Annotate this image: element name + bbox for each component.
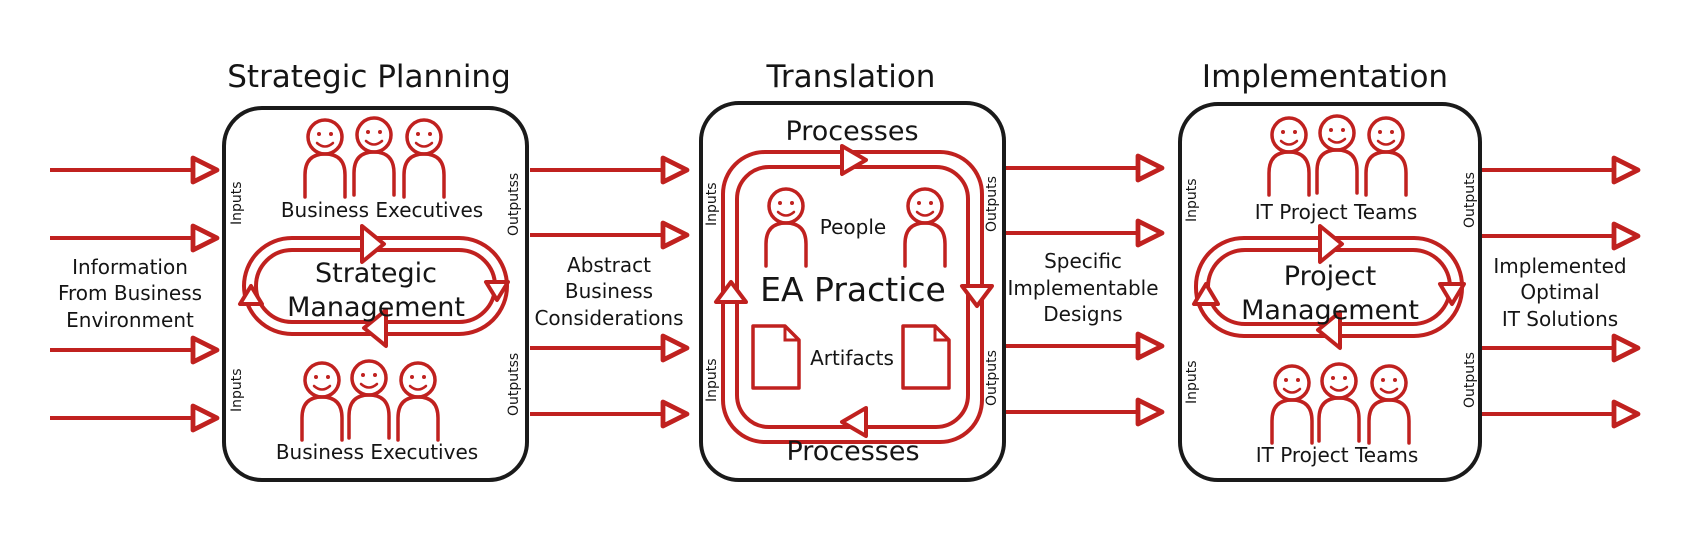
center-label: EA Practice	[760, 270, 946, 309]
processes-label-top: Processes	[785, 116, 918, 147]
stage-strategic-planning: Strategic Planning Business Executives S…	[222, 59, 529, 482]
flow-label-line: Designs	[1043, 302, 1122, 326]
group-label-top: Business Executives	[281, 198, 483, 222]
center-label-line1: Strategic	[315, 258, 437, 289]
flow-label-line: Considerations	[534, 306, 683, 330]
inputs-label: Inputs	[704, 182, 720, 226]
flow-label-information: Information From Business Environment	[58, 255, 202, 332]
flow-label-line: Abstract	[567, 253, 651, 277]
center-label-line1: Project	[1284, 261, 1376, 292]
flow-label-line: Business	[565, 279, 653, 303]
inputs-label: Inputs	[229, 368, 245, 412]
stage-title: Implementation	[1202, 59, 1448, 95]
arrowhead-icon	[1192, 282, 1220, 306]
arrowhead-icon	[484, 280, 510, 302]
flow-label-specific: Specific Implementable Designs	[1007, 249, 1158, 326]
arrowhead-icon	[238, 284, 264, 306]
arrowhead-icon	[960, 284, 994, 308]
artifacts-label: Artifacts	[810, 346, 894, 370]
inputs-label: Inputs	[704, 358, 720, 402]
inputs-label: Inputs	[1184, 178, 1200, 222]
flow-label-line: IT Solutions	[1502, 307, 1618, 331]
stage-box	[1178, 102, 1482, 482]
flow-label-implemented: Implemented Optimal IT Solutions	[1493, 254, 1626, 331]
arrowhead-icon	[714, 280, 748, 304]
flow-arrows-2-3	[1005, 153, 1165, 427]
flow-label-line: Information	[72, 255, 188, 279]
flow-label-line: Implemented	[1493, 254, 1626, 278]
outputs-label: Outputs	[1462, 172, 1478, 228]
center-label-line2: Management	[1241, 295, 1419, 326]
arrowhead-icon	[840, 144, 868, 176]
flow-label-line: Optimal	[1520, 280, 1599, 304]
outputs-label: Outputs	[1462, 352, 1478, 408]
cycle-loop	[1192, 224, 1466, 350]
inputs-label: Inputs	[229, 181, 245, 225]
flow-arrows-out	[1480, 155, 1641, 429]
group-label-top: IT Project Teams	[1255, 200, 1418, 224]
people-label: People	[820, 215, 886, 239]
arrowhead-icon	[1316, 310, 1342, 350]
arrowhead-icon	[362, 308, 388, 348]
document-icon	[901, 324, 951, 390]
flow-arrows-in	[50, 155, 220, 433]
flow-label-line: Implementable	[1007, 276, 1158, 300]
flow-label-line: From Business	[58, 281, 202, 305]
document-icon	[751, 324, 801, 390]
flow-label-line: Specific	[1044, 249, 1122, 273]
arrowhead-icon	[1438, 282, 1466, 306]
outputs-label: Outputs	[984, 176, 1000, 232]
stage-title: Translation	[766, 59, 936, 95]
inputs-label: Inputs	[1184, 360, 1200, 404]
outputs-label: Outputss	[506, 353, 522, 416]
processes-label-bottom: Processes	[786, 436, 919, 467]
stage-implementation: Implementation IT Project Teams Project …	[1178, 59, 1482, 482]
stage-translation: Translation Processes People EA Practice…	[699, 59, 1006, 482]
flow-arrows-1-2	[530, 155, 690, 429]
group-label-bottom: IT Project Teams	[1256, 443, 1419, 467]
outputs-label: Outputss	[506, 173, 522, 236]
cycle-loop	[238, 224, 510, 348]
stage-box	[222, 106, 529, 482]
flow-label-line: Environment	[66, 308, 194, 332]
outputs-label: Outputs	[984, 350, 1000, 406]
arrowhead-icon	[360, 224, 386, 264]
process-loop	[714, 144, 994, 444]
arrowhead-icon	[1318, 224, 1344, 264]
stage-title: Strategic Planning	[227, 59, 511, 95]
arrowhead-icon	[840, 406, 868, 438]
flow-label-abstract: Abstract Business Considerations	[534, 253, 683, 330]
group-label-bottom: Business Executives	[276, 440, 478, 464]
center-label-line2: Management	[287, 292, 465, 323]
